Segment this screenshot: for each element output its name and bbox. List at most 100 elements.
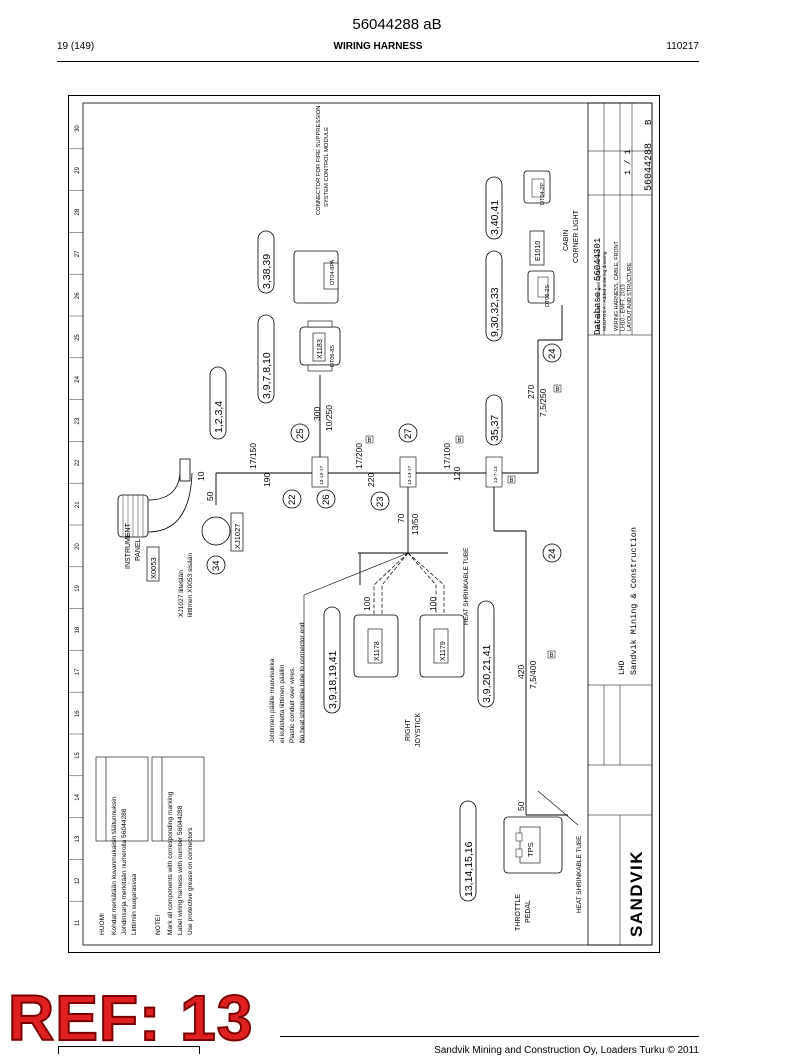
zone-number: 25	[75, 334, 81, 341]
ref-26: 26	[321, 494, 332, 505]
cabin-corner-light-label: CABIN CORNER LIGHT	[563, 209, 580, 263]
drawing-rev: B	[644, 119, 654, 125]
ref-22: 22	[287, 494, 298, 505]
svg-text:17/100: 17/100	[442, 443, 452, 469]
dt04-8pa-label: DT04-8PA	[330, 259, 336, 285]
svg-text:Plastic conduit over wires.: Plastic conduit over wires.	[289, 667, 296, 743]
svg-text:WIRING HARNESS, CABLE, FRONT: WIRING HARNESS, CABLE, FRONT	[614, 240, 620, 331]
svg-text:PANEL: PANEL	[135, 538, 142, 561]
svg-text:7,5/400: 7,5/400	[528, 660, 538, 689]
svg-text:No heat shrinkable tube to con: No heat shrinkable tube to connector end	[299, 622, 306, 743]
conduit-note: Johtimien päälle muovisukka ei kutistett…	[269, 622, 306, 743]
instrument-panel-connector	[117, 458, 231, 546]
zone-number: 20	[75, 543, 81, 550]
pin-callout-7: 3,9,18,19,41	[327, 650, 339, 709]
pin-callout-3: 3,38,39	[261, 254, 273, 289]
throttle-pedal-label: THROTTLE PEDAL	[515, 894, 532, 931]
svg-text:CABIN: CABIN	[563, 230, 570, 251]
svg-text:RIGHT: RIGHT	[405, 719, 412, 742]
company-name: Sandvik Mining & Construction	[629, 527, 639, 675]
splice-3: 13-7-13	[493, 466, 499, 483]
heat-shrink-label-2: HEAT SHRINKABLE TUBE	[576, 836, 583, 913]
svg-text:13/50: 13/50	[410, 513, 420, 535]
reference-circles	[206, 343, 562, 575]
en-note-2: Label wiring harness with number 5604428…	[177, 805, 184, 935]
tps-connector	[503, 816, 563, 874]
joystick-connectors	[353, 614, 465, 678]
svg-text:PEDAL: PEDAL	[525, 900, 532, 923]
svg-text:270: 270	[526, 385, 536, 399]
svg-text:MUUTOS B : Changed layout and: MUUTOS B : Changed layout and text	[596, 249, 602, 331]
svg-text:MUUTOS A : Added ordering draw: MUUTOS A : Added ordering drawing	[602, 251, 608, 331]
svg-text:B: B	[458, 438, 462, 444]
cabin-corner-light-connector	[523, 170, 555, 304]
zone-number: 13	[75, 835, 81, 842]
sandvik-logo: SANDVIK	[627, 850, 646, 937]
zone-number: 17	[75, 668, 81, 675]
zone-number: 22	[75, 459, 81, 466]
pin-callout-2: 3,9,7,8,10	[261, 352, 273, 399]
footer-rule	[280, 1036, 699, 1037]
pin-callouts	[209, 176, 503, 902]
page-date: 110217	[666, 41, 699, 52]
xj1027-note: XJ1027 liitetään liittimen X0053 sisään	[178, 553, 194, 617]
dt06-2s-label: DT06-2S	[545, 285, 551, 307]
svg-text:70: 70	[396, 513, 406, 523]
en-note-1: Mark all components with corresponding m…	[167, 791, 174, 935]
dt04-2p-label: DT04-2P	[540, 183, 546, 205]
zone-number: 21	[75, 501, 81, 508]
svg-text:LAYOUT AND STRUCTURE: LAYOUT AND STRUCTURE	[627, 262, 633, 331]
lhd-label: LHD	[618, 660, 627, 675]
fi-note-2: Johdinsarja merkitään numerolla 56044288	[121, 808, 128, 935]
ref-24-a: 24	[547, 548, 558, 559]
zone-number: 12	[75, 877, 81, 884]
svg-text:17/200: 17/200	[354, 443, 364, 469]
xj1027-label: XJ1027	[233, 524, 242, 549]
svg-text:B: B	[550, 653, 554, 659]
ref-34: 34	[211, 560, 222, 571]
zone-number: 27	[75, 250, 81, 257]
svg-text:50: 50	[205, 491, 215, 501]
svg-text:SYSTEM CONTROL MODULE: SYSTEM CONTROL MODULE	[324, 127, 330, 207]
conduit-lines	[373, 552, 445, 615]
dt06-8s-label: DT06-8S	[330, 345, 336, 367]
svg-text:220: 220	[366, 473, 376, 487]
x1183-connector	[299, 320, 341, 372]
footer-box	[58, 1046, 200, 1054]
svg-text:7,5/250: 7,5/250	[538, 388, 548, 417]
svg-text:120: 120	[452, 467, 462, 481]
right-joystick-label: RIGHT JOYSTICK	[405, 712, 422, 747]
zone-number: 23	[75, 417, 81, 424]
svg-text:ei kutistetta liittimen päälli: ei kutistetta liittimen päällin	[279, 664, 286, 743]
footer-copyright: Sandvik Mining and Construction Oy, Load…	[434, 1045, 699, 1056]
note-label: NOTE!	[155, 915, 162, 935]
tps-label: TPS	[526, 842, 535, 857]
x1179-label: X1179	[440, 641, 447, 661]
ref-24-b: 24	[547, 348, 558, 359]
fire-suppression-label: CONNECTOR FOR FIRE SUPPRESSION SYSTEM CO…	[316, 106, 330, 215]
splice-1: 13-10-17	[319, 465, 325, 485]
splice-blocks	[311, 456, 503, 488]
drawing-number: 56044288	[644, 143, 655, 191]
en-note-3: Use protective grease on connectors	[187, 827, 194, 935]
instrument-panel-label: INSTRUMENT PANEL	[125, 522, 142, 569]
pin-callout-9: 13,14,15,16	[463, 841, 475, 897]
e1010-label: E1010	[535, 241, 542, 261]
zone-number: 16	[75, 710, 81, 717]
zone-number: 24	[75, 375, 81, 382]
svg-text:CORNER LIGHT: CORNER LIGHT	[573, 209, 580, 263]
page-number: 19 (149)	[57, 41, 95, 52]
title-block	[587, 102, 653, 946]
svg-text:10/250: 10/250	[324, 405, 334, 431]
svg-text:Johtimien päälle muovisukka: Johtimien päälle muovisukka	[269, 658, 276, 743]
header-rule	[57, 61, 699, 62]
pin-callout-8: 3,9,20,21,41	[481, 644, 493, 703]
zone-number: 15	[75, 752, 81, 759]
svg-text:JOYSTICK: JOYSTICK	[415, 712, 422, 747]
x1183-label: X1183	[317, 339, 324, 359]
revision-markers: B B B B B	[365, 384, 562, 659]
wiring-diagram: 1112131415161718192021222324252627282930…	[68, 95, 660, 953]
dt04-8pa-connector	[293, 250, 339, 304]
zone-number: 18	[75, 626, 81, 633]
